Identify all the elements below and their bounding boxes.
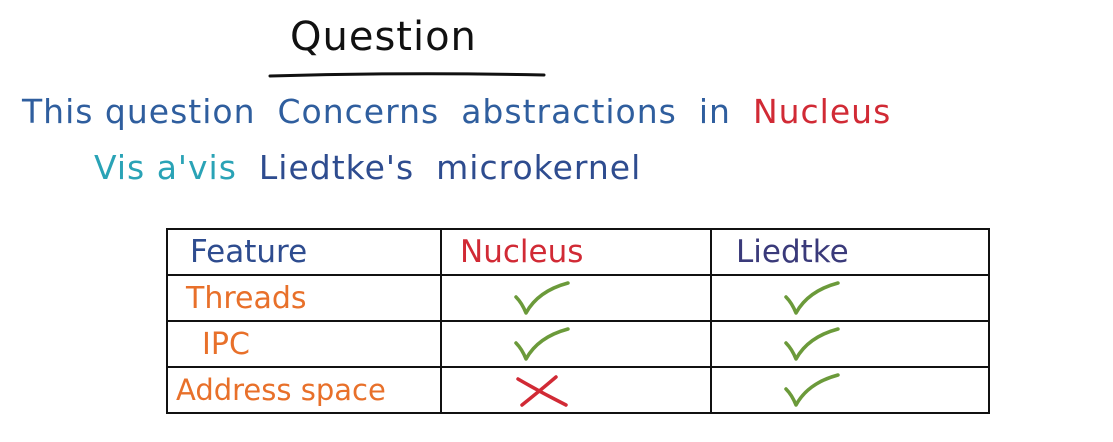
nucleus-cell [440, 274, 712, 322]
check-icon [782, 325, 842, 363]
check-icon [512, 279, 572, 317]
comparison-table: Feature Nucleus Liedtke Threads IPC Addr… [166, 228, 990, 414]
liedtke-cell [710, 366, 990, 414]
title-underline [268, 72, 546, 78]
feature-ipc: IPC [166, 320, 442, 368]
feature-threads: Threads [166, 274, 442, 322]
feature-address-space: Address space [166, 366, 442, 414]
header-feature: Feature [166, 228, 442, 276]
nucleus-cell [440, 366, 712, 414]
nucleus-cell [440, 320, 712, 368]
check-icon [782, 279, 842, 317]
intro-text-2: Concerns [277, 92, 440, 131]
intro-text-5: Liedtke's [258, 148, 415, 187]
intro-nucleus: Nucleus [752, 92, 892, 131]
intro-text-4: in [698, 92, 731, 131]
check-icon [512, 325, 572, 363]
liedtke-cell [710, 274, 990, 322]
table-row: Threads [166, 274, 990, 322]
table-row: Address space [166, 366, 990, 414]
table-header-row: Feature Nucleus Liedtke [166, 228, 990, 276]
intro-line-2: Vis a'vis Liedtke's microkernel [94, 148, 663, 187]
cross-icon [512, 371, 572, 409]
intro-vis-a-vis: Vis a'vis [94, 148, 237, 187]
intro-line-1: This question Concerns abstractions in Nucle… [22, 92, 913, 131]
liedtke-cell [710, 320, 990, 368]
header-liedtke: Liedtke [710, 228, 990, 276]
intro-text-6: microkernel [436, 148, 642, 187]
check-icon [782, 371, 842, 409]
intro-text-1: This question [22, 92, 256, 131]
page-title: Question [290, 14, 477, 60]
table-row: IPC [166, 320, 990, 368]
header-nucleus: Nucleus [440, 228, 712, 276]
intro-text-3: abstractions [461, 92, 677, 131]
